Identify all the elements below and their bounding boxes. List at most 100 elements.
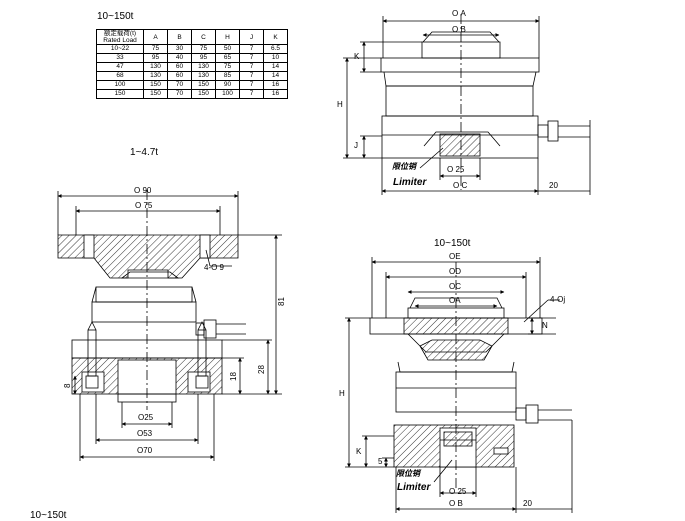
column-header: B bbox=[167, 29, 192, 45]
column-header: K bbox=[263, 29, 288, 45]
table-cell: 100 bbox=[96, 80, 144, 90]
table-cell: 75 bbox=[191, 44, 216, 54]
table-cell: 33 bbox=[96, 53, 144, 63]
table-cell: 7 bbox=[239, 62, 264, 72]
table-cell: 30 bbox=[167, 44, 192, 54]
table-cell: 65 bbox=[215, 53, 240, 63]
rated-load-header: 额定载荷(t) Rated Load bbox=[96, 29, 144, 45]
bottom-right-title: 10~150t bbox=[434, 238, 471, 249]
table-cell: 16 bbox=[263, 89, 288, 99]
table-cell: 14 bbox=[263, 62, 288, 72]
table-row: 33 95 40 95 65 7 10 bbox=[96, 53, 288, 63]
column-header: H bbox=[215, 29, 240, 45]
dim-25-label: Ο 25 bbox=[449, 487, 467, 496]
table-title: 10~150t bbox=[97, 11, 134, 22]
dim-25-label: Ο 25 bbox=[447, 165, 465, 174]
dim-c-label: Ο C bbox=[453, 181, 468, 190]
table-cell: 95 bbox=[191, 53, 216, 63]
limiter-en-label: Limiter bbox=[397, 482, 431, 493]
table-header-row: 额定载荷(t) Rated Load A B C H J K bbox=[96, 29, 288, 45]
dim-k-label: K bbox=[356, 447, 362, 456]
dim-25-label: Ο25 bbox=[138, 413, 154, 422]
table-cell: 7 bbox=[239, 71, 264, 81]
table-cell: 150 bbox=[191, 89, 216, 99]
dim-e-label: ΟE bbox=[449, 252, 461, 261]
table-cell: 60 bbox=[167, 62, 192, 72]
dim-a-label: ΟA bbox=[449, 296, 461, 305]
bottom-right-drawing bbox=[345, 257, 573, 513]
dim-5-label: 5 bbox=[378, 457, 383, 466]
spec-table: 额定载荷(t) Rated Load A B C H J K 10~22 75 … bbox=[96, 29, 288, 99]
table-cell: 100 bbox=[215, 89, 240, 99]
table-row: 47 130 60 130 75 7 14 bbox=[96, 62, 288, 72]
table-cell: 95 bbox=[143, 53, 168, 63]
table-cell: 150 bbox=[96, 89, 144, 99]
holes-label: 4-Ο 9 bbox=[204, 263, 225, 272]
dim-h-label: H bbox=[339, 389, 345, 398]
table-cell: 68 bbox=[96, 71, 144, 81]
table-cell: 70 bbox=[167, 80, 192, 90]
dim-j-label: J bbox=[354, 141, 358, 150]
table-cell: 130 bbox=[143, 62, 168, 72]
rated-load-header-cn: 额定载荷(t) bbox=[103, 30, 137, 37]
table-cell: 75 bbox=[143, 44, 168, 54]
table-cell: 10~22 bbox=[96, 44, 144, 54]
table-cell: 7 bbox=[239, 44, 264, 54]
table-cell: 16 bbox=[263, 80, 288, 90]
table-cell: 14 bbox=[263, 71, 288, 81]
table-cell: 7 bbox=[239, 80, 264, 90]
table-cell: 10 bbox=[263, 53, 288, 63]
table-cell: 70 bbox=[167, 89, 192, 99]
dim-20-label: 20 bbox=[549, 181, 558, 190]
column-header: C bbox=[191, 29, 216, 45]
table-cell: 150 bbox=[143, 89, 168, 99]
dim-d-label: ΟD bbox=[449, 267, 461, 276]
dim-90-label: Ο 90 bbox=[134, 186, 152, 195]
table-cell: 75 bbox=[215, 62, 240, 72]
holes-label: 4-Οj bbox=[550, 295, 566, 304]
table-cell: 7 bbox=[239, 89, 264, 99]
table-cell: 150 bbox=[191, 80, 216, 90]
dim-n-label: N bbox=[542, 321, 548, 330]
dim-c-label: ΟC bbox=[449, 282, 461, 291]
table-row: 100 150 70 150 90 7 16 bbox=[96, 80, 288, 90]
footer-fragment: 10~150t bbox=[30, 510, 67, 521]
table-cell: 6.5 bbox=[263, 44, 288, 54]
column-header: A bbox=[143, 29, 168, 45]
rated-load-header-en: Rated Load bbox=[103, 37, 137, 44]
limiter-en-label: Limiter bbox=[393, 177, 427, 188]
table-row: 10~22 75 30 75 50 7 6.5 bbox=[96, 44, 288, 54]
table-cell: 60 bbox=[167, 71, 192, 81]
dim-h-label: H bbox=[337, 100, 343, 109]
table-cell: 130 bbox=[143, 71, 168, 81]
dim-28-label: 28 bbox=[257, 365, 266, 374]
column-header: J bbox=[239, 29, 264, 45]
table-cell: 130 bbox=[191, 62, 216, 72]
table-cell: 47 bbox=[96, 62, 144, 72]
top-right-drawing bbox=[343, 14, 591, 195]
table-row: 150 150 70 150 100 7 16 bbox=[96, 89, 288, 99]
dim-53-label: Ο53 bbox=[137, 429, 153, 438]
table-cell: 85 bbox=[215, 71, 240, 81]
dim-b-label: Ο B bbox=[449, 499, 463, 508]
dim-20-label: 20 bbox=[523, 499, 532, 508]
left-title: 1~4.7t bbox=[130, 147, 159, 158]
dim-75-label: Ο 75 bbox=[135, 201, 153, 210]
limiter-cn-label: 限位销 bbox=[392, 162, 416, 171]
dim-70-label: Ο70 bbox=[137, 446, 153, 455]
table-cell: 130 bbox=[191, 71, 216, 81]
dim-8-label: 8 bbox=[63, 383, 72, 388]
table-cell: 40 bbox=[167, 53, 192, 63]
table-row: 68 130 60 130 85 7 14 bbox=[96, 71, 288, 81]
table-cell: 50 bbox=[215, 44, 240, 54]
limiter-cn-label: 限位销 bbox=[396, 469, 420, 478]
table-cell: 90 bbox=[215, 80, 240, 90]
dim-b-label: Ο B bbox=[452, 25, 466, 34]
dim-81-label: 81 bbox=[277, 297, 286, 306]
table-cell: 150 bbox=[143, 80, 168, 90]
dim-k-label: K bbox=[354, 52, 360, 61]
dim-a-label: Ο A bbox=[452, 9, 466, 18]
left-drawing bbox=[57, 190, 282, 461]
dim-18-label: 18 bbox=[229, 372, 238, 381]
